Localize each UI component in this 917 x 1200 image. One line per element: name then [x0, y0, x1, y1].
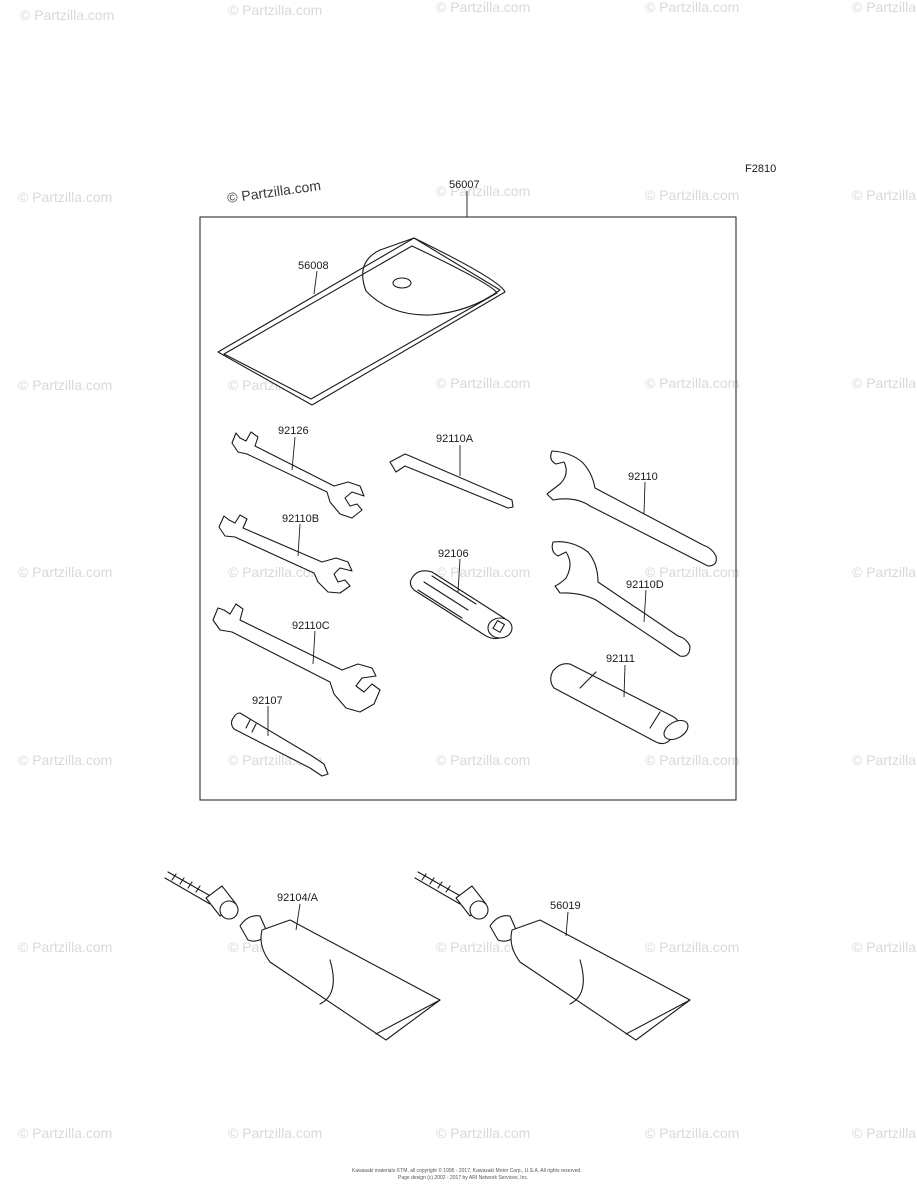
watermark: © Partzilla.com [18, 752, 112, 768]
watermark: © Partzilla.com [18, 1125, 112, 1141]
watermark: © Partzilla.com [436, 375, 530, 391]
part-label-92110B[interactable]: 92110B [282, 513, 319, 525]
watermark: © Partzilla.com [645, 564, 739, 580]
figure-code: F2810 [745, 163, 776, 175]
kit-frame [199, 216, 737, 801]
spanner-92110: 92110 [546, 450, 717, 567]
watermark-layer: © Partzilla.com © Partzilla.com © Partzi… [18, 0, 917, 1141]
part-label-92126[interactable]: 92126 [278, 425, 309, 437]
wrench-92110B: 92110B [218, 513, 353, 594]
watermark: © Partzilla.com [436, 183, 530, 199]
watermark: © Partzilla.com [852, 939, 917, 955]
watermark: © Partzilla.com [852, 0, 917, 15]
spanner-92110D: 92110D [551, 541, 691, 657]
part-label-92104A[interactable]: 92104/A [277, 892, 319, 904]
watermark: © Partzilla.com [645, 187, 739, 203]
part-label-56008[interactable]: 56008 [298, 260, 329, 272]
watermark: © Partzilla.com [18, 377, 112, 393]
watermark: © Partzilla.com [645, 939, 739, 955]
screwdriver-92107: 92107 [230, 695, 329, 777]
watermark: © Partzilla.com [645, 752, 739, 768]
part-label-92110A[interactable]: 92110A [436, 433, 474, 445]
watermark: © Partzilla.com [228, 1125, 322, 1141]
watermark: © Partzilla.com [645, 1125, 739, 1141]
wrench-92110C: 92110C [212, 603, 381, 713]
watermark: © Partzilla.com [436, 564, 530, 580]
footer-design: Page design (c) 2002 - 2017 by ARI Netwo… [398, 1175, 528, 1181]
tool-case-56008: 56008 [217, 237, 506, 406]
watermark: © Partzilla.com [436, 752, 530, 768]
watermark: © Partzilla.com [18, 939, 112, 955]
part-label-92110C[interactable]: 92110C [292, 620, 330, 632]
watermark: © Partzilla.com [228, 2, 322, 18]
copyright-watermark: © Partzilla.com [226, 177, 322, 206]
grease-tube-92104A: 92104/A [164, 871, 441, 1041]
socket-92106: 92106 [409, 548, 513, 640]
watermark: © Partzilla.com [852, 564, 917, 580]
handle-92111: 92111 [550, 653, 689, 745]
wrench-92126: 92126 [231, 425, 365, 519]
watermark: © Partzilla.com [852, 375, 917, 391]
part-label-92110[interactable]: 92110 [628, 471, 658, 483]
allen-key-92110A: 92110A [389, 433, 514, 509]
watermark: © Partzilla.com [645, 0, 739, 15]
watermark: © Partzilla.com [18, 564, 112, 580]
part-label-56019[interactable]: 56019 [550, 900, 581, 912]
tool-kit-group: 56007 [199, 179, 737, 801]
part-label-92110D[interactable]: 92110D [626, 579, 664, 591]
watermark: © Partzilla.com [20, 7, 114, 23]
grease-tube-56019: 56019 [414, 871, 691, 1041]
footer-copyright: Kawasaki materials ©TM, all copyright © … [352, 1167, 582, 1174]
part-label-92107[interactable]: 92107 [252, 695, 283, 707]
watermark: © Partzilla.com [436, 939, 530, 955]
watermark: © Partzilla.com [228, 564, 322, 580]
watermark: © Partzilla.com [436, 0, 530, 15]
watermark: © Partzilla.com [852, 1125, 917, 1141]
part-label-56007[interactable]: 56007 [449, 179, 480, 191]
watermark: © Partzilla.com [852, 187, 917, 203]
watermark: © Partzilla.com [852, 752, 917, 768]
part-label-92106[interactable]: 92106 [438, 548, 469, 560]
watermark: © Partzilla.com [436, 1125, 530, 1141]
part-label-92111[interactable]: 92111 [606, 653, 635, 665]
watermark: © Partzilla.com [645, 375, 739, 391]
watermark: © Partzilla.com [18, 189, 112, 205]
